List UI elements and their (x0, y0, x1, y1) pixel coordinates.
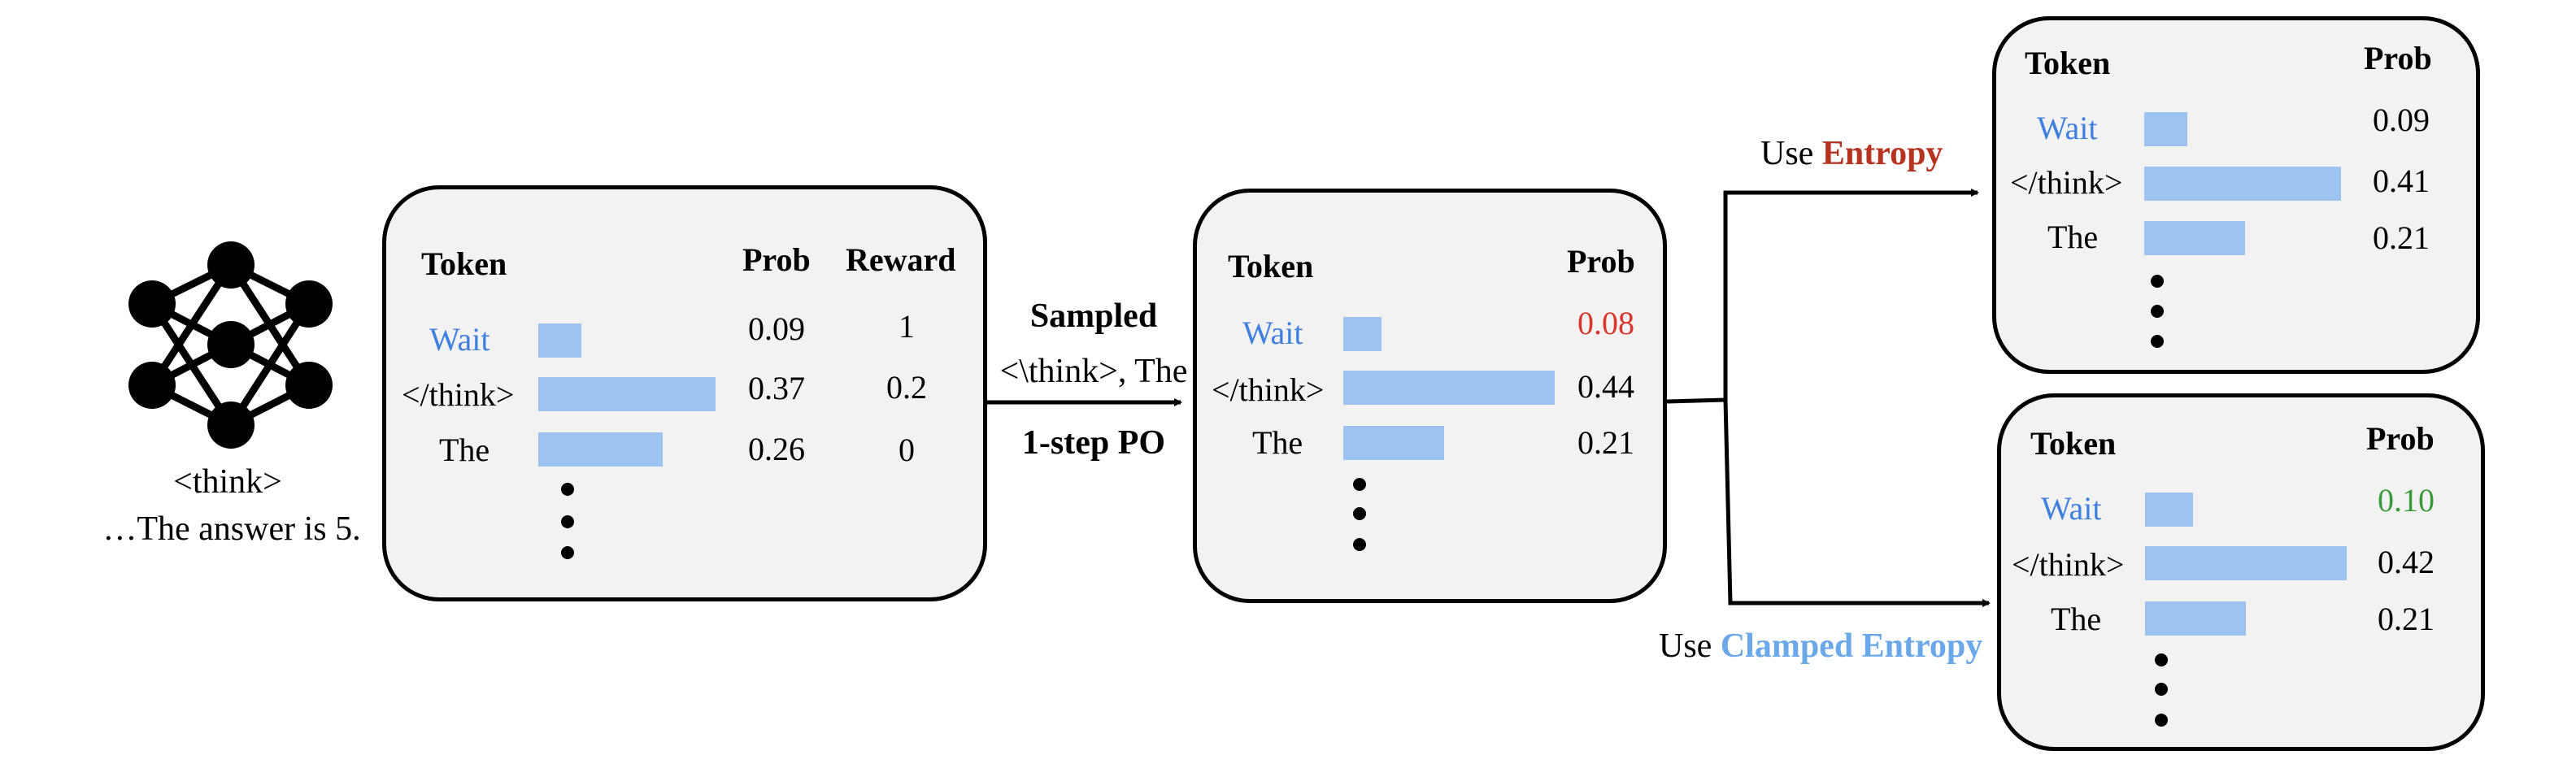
middle-header-token: Token (1228, 248, 1314, 284)
bottom-row-token-the: The (2051, 601, 2102, 637)
bottom-prob-bar-wait (2145, 493, 2193, 527)
branch-label-entropy-emph: Entropy (1821, 135, 1943, 172)
initial-row-token-wait: Wait (429, 321, 490, 358)
arrow-label-sampled: Sampled (1029, 297, 1158, 335)
top-prob-endthink: 0.41 (2373, 163, 2430, 199)
branch-label-clamped-prefix: Use (1659, 627, 1721, 665)
bottom-prob-bar-endthink (2145, 546, 2347, 580)
top-prob-bar-endthink (2144, 167, 2341, 201)
middle-header-prob: Prob (1567, 243, 1635, 280)
top-prob-wait: 0.09 (2373, 102, 2430, 138)
initial-header-token: Token (421, 245, 507, 282)
initial-row-token-endthink: </think> (402, 376, 515, 413)
top-row-token-wait: Wait (2037, 110, 2098, 146)
top-header-token: Token (2025, 45, 2111, 81)
initial-header-prob: Prob (742, 241, 811, 278)
initial-reward-the: 0 (899, 432, 915, 468)
top-row-token-the: The (2047, 219, 2099, 255)
neural-network-icon (128, 241, 333, 449)
middle-prob-the: 0.21 (1577, 424, 1634, 461)
middle-row-token-endthink: </think> (1212, 371, 1325, 408)
initial-prob-bar-the (538, 432, 663, 467)
middle-row-token-wait: Wait (1242, 315, 1303, 351)
prompt-answer-text: …The answer is 5. (102, 510, 361, 548)
middle-prob-bar-wait (1343, 317, 1382, 351)
middle-prob-wait: 0.08 (1577, 305, 1634, 341)
top-prob-bar-wait (2144, 112, 2187, 146)
middle-prob-bar-the (1343, 426, 1444, 460)
arrow-label-po: 1-step PO (1021, 424, 1166, 462)
initial-prob-bar-endthink (538, 377, 716, 411)
prompt-think-tag: <think> (173, 463, 282, 501)
bottom-prob-endthink: 0.42 (2378, 544, 2435, 580)
branch-label-clamped: Use Clamped Entropy (1659, 629, 1982, 663)
bottom-prob-the: 0.21 (2378, 601, 2435, 637)
branch-label-entropy-prefix: Use (1760, 135, 1822, 172)
initial-reward-wait: 1 (899, 308, 915, 345)
top-row-token-endthink: </think> (2010, 164, 2123, 201)
bottom-row-token-endthink: </think> (2012, 546, 2125, 583)
branch-label-clamped-emph: Clamped Entropy (1720, 627, 1983, 665)
middle-row-token-the: The (1252, 424, 1303, 461)
branch-arrows (1666, 189, 1991, 607)
top-prob-the: 0.21 (2373, 219, 2430, 256)
bottom-prob-wait: 0.10 (2378, 482, 2435, 519)
branch-label-entropy: Use Entropy (1760, 137, 1943, 171)
arrow-label-tokens: <\think>, The (999, 353, 1188, 390)
initial-prob-endthink: 0.37 (748, 370, 805, 406)
bottom-header-token: Token (2030, 425, 2117, 462)
initial-reward-endthink: 0.2 (886, 369, 927, 406)
middle-prob-bar-endthink (1343, 371, 1555, 405)
top-header-prob: Prob (2364, 40, 2432, 76)
initial-prob-bar-wait (538, 323, 581, 358)
bottom-prob-bar-the (2145, 601, 2246, 636)
bottom-header-prob: Prob (2366, 420, 2435, 457)
initial-prob-wait: 0.09 (748, 310, 805, 347)
bottom-row-token-wait: Wait (2041, 490, 2102, 527)
top-prob-bar-the (2144, 221, 2245, 255)
initial-prob-the: 0.26 (748, 431, 805, 467)
initial-header-reward: Reward (846, 241, 956, 278)
initial-row-token-the: The (439, 432, 490, 468)
middle-prob-endthink: 0.44 (1577, 368, 1634, 405)
